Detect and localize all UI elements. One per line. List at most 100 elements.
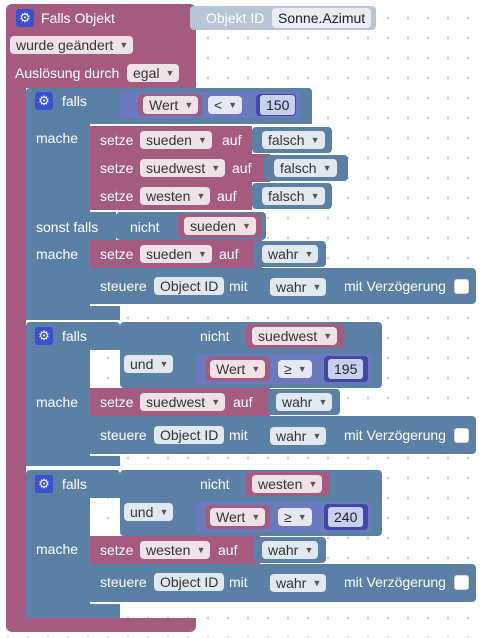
chevron-down-icon: ▼ xyxy=(251,364,261,374)
chevron-down-icon: ▼ xyxy=(310,191,320,201)
var-dropdown-sueden-3[interactable]: sueden▼ xyxy=(140,245,212,263)
not-label: nicht xyxy=(200,328,230,344)
if-block-2-spine xyxy=(26,344,90,462)
bool-dropdown-3[interactable]: falsch▼ xyxy=(262,187,325,205)
var-dropdown-sueden-2[interactable]: sueden▼ xyxy=(184,217,256,235)
chevron-down-icon: ▼ xyxy=(119,40,129,50)
bool-dropdown-6[interactable]: wahr▼ xyxy=(276,393,333,411)
not-label: nicht xyxy=(130,219,160,235)
number-field-1[interactable]: 150 xyxy=(260,95,296,115)
gear-icon[interactable]: ⚙ xyxy=(35,92,53,110)
mit-label: mit xyxy=(229,278,248,294)
control-label: steuere xyxy=(100,574,147,590)
wert-dropdown-3[interactable]: Wert▼ xyxy=(210,508,266,526)
set-label: setze xyxy=(100,246,134,262)
chevron-down-icon: ▼ xyxy=(304,249,314,259)
auf-label: auf xyxy=(218,542,238,558)
wert-dropdown-2[interactable]: Wert▼ xyxy=(210,360,266,378)
chevron-down-icon: ▼ xyxy=(196,545,206,555)
if-block-1-bottom xyxy=(26,306,120,320)
delay-checkbox[interactable] xyxy=(454,428,469,443)
delay-checkbox[interactable] xyxy=(454,575,469,590)
auf-label: auf xyxy=(222,132,242,148)
set-label: setze xyxy=(100,394,134,410)
chevron-down-icon: ▼ xyxy=(323,331,333,341)
elseif-label: sonst falls xyxy=(36,219,99,235)
chevron-down-icon: ▼ xyxy=(198,135,207,145)
chevron-down-icon: ▼ xyxy=(228,100,238,110)
if-block-3-bottom xyxy=(26,604,120,618)
bool-dropdown-5[interactable]: wahr▼ xyxy=(270,278,327,296)
object-id-field[interactable]: Object ID xyxy=(154,573,225,591)
bool-dropdown-1[interactable]: falsch▼ xyxy=(262,131,325,149)
op-dropdown-2[interactable]: ≥▼ xyxy=(278,360,312,378)
changed-dropdown[interactable]: wurde geändert▼ xyxy=(10,36,134,54)
delay-checkbox[interactable] xyxy=(454,279,469,294)
op-dropdown-1[interactable]: <▼ xyxy=(208,96,243,114)
bool-dropdown-2[interactable]: falsch▼ xyxy=(274,159,337,177)
object-id-label: Objekt ID xyxy=(206,10,265,26)
chevron-down-icon: ▼ xyxy=(184,100,194,110)
if-block-3-spine xyxy=(26,494,90,608)
trigger-dropdown[interactable]: egal▼ xyxy=(127,64,180,82)
mit-label: mit xyxy=(229,427,248,443)
var-dropdown-westen[interactable]: westen▼ xyxy=(140,187,211,205)
wert-dropdown-1[interactable]: Wert▼ xyxy=(143,96,199,114)
object-id-field[interactable]: Object ID xyxy=(154,277,225,295)
var-dropdown-suedwest-3[interactable]: suedwest▼ xyxy=(140,393,226,411)
chevron-down-icon: ▼ xyxy=(297,364,307,374)
chevron-down-icon: ▼ xyxy=(297,512,307,522)
chevron-down-icon: ▼ xyxy=(196,191,206,201)
chevron-down-icon: ▼ xyxy=(165,68,175,78)
var-dropdown-westen-3[interactable]: westen▼ xyxy=(140,541,211,559)
auf-label: auf xyxy=(232,160,252,176)
auf-label: auf xyxy=(217,188,237,204)
auf-label: auf xyxy=(233,394,253,410)
mit-label: mit xyxy=(229,574,248,590)
not-label: nicht xyxy=(200,476,230,492)
chevron-down-icon: ▼ xyxy=(318,397,328,407)
delay-label: mit Verzögerung xyxy=(344,278,446,294)
if-block-2-bottom xyxy=(26,456,120,466)
chevron-down-icon: ▼ xyxy=(322,163,332,173)
number-field-3[interactable]: 240 xyxy=(328,507,364,527)
if3-mache-label: mache xyxy=(36,541,79,557)
chevron-down-icon: ▼ xyxy=(159,359,169,369)
set-label: setze xyxy=(100,188,134,204)
chevron-down-icon: ▼ xyxy=(159,507,169,517)
bool-dropdown-4[interactable]: wahr▼ xyxy=(262,245,319,263)
control-label: steuere xyxy=(100,278,147,294)
bool-dropdown-9[interactable]: wahr▼ xyxy=(270,574,327,592)
if1-mache2-label: mache xyxy=(36,246,79,262)
gear-icon[interactable]: ⚙ xyxy=(35,475,53,493)
set-label: setze xyxy=(100,160,134,176)
event-block-bottom xyxy=(6,618,196,632)
control-label: steuere xyxy=(100,427,147,443)
event-title: Falls Objekt xyxy=(41,10,115,26)
object-id-value[interactable]: Sonne.Azimut xyxy=(272,8,372,28)
var-dropdown-westen-2[interactable]: westen▼ xyxy=(252,475,323,493)
op-dropdown-3[interactable]: ≥▼ xyxy=(278,508,312,526)
var-dropdown-suedwest[interactable]: suedwest▼ xyxy=(140,159,226,177)
bool-dropdown-7[interactable]: wahr▼ xyxy=(270,427,327,445)
chevron-down-icon: ▼ xyxy=(312,578,322,588)
var-dropdown-sueden[interactable]: sueden▼ xyxy=(140,131,212,149)
and-dropdown-3[interactable]: und▼ xyxy=(124,503,174,521)
number-field-2[interactable]: 195 xyxy=(328,359,364,379)
gear-icon[interactable]: ⚙ xyxy=(16,9,34,27)
object-id-field[interactable]: Object ID xyxy=(154,426,225,444)
gear-icon[interactable]: ⚙ xyxy=(35,327,53,345)
chevron-down-icon: ▼ xyxy=(242,221,251,231)
event-block-spine xyxy=(6,80,26,625)
trigger-label: Auslösung durch xyxy=(15,65,120,81)
bool-dropdown-8[interactable]: wahr▼ xyxy=(262,541,319,559)
chevron-down-icon: ▼ xyxy=(251,512,261,522)
delay-label: mit Verzögerung xyxy=(344,427,446,443)
chevron-down-icon: ▼ xyxy=(312,431,322,441)
delay-label: mit Verzögerung xyxy=(344,574,446,590)
set-label: setze xyxy=(100,132,134,148)
set-label: setze xyxy=(100,542,134,558)
var-dropdown-suedwest-2[interactable]: suedwest▼ xyxy=(252,327,338,345)
and-dropdown-2[interactable]: und▼ xyxy=(124,355,174,373)
chevron-down-icon: ▼ xyxy=(312,282,322,292)
